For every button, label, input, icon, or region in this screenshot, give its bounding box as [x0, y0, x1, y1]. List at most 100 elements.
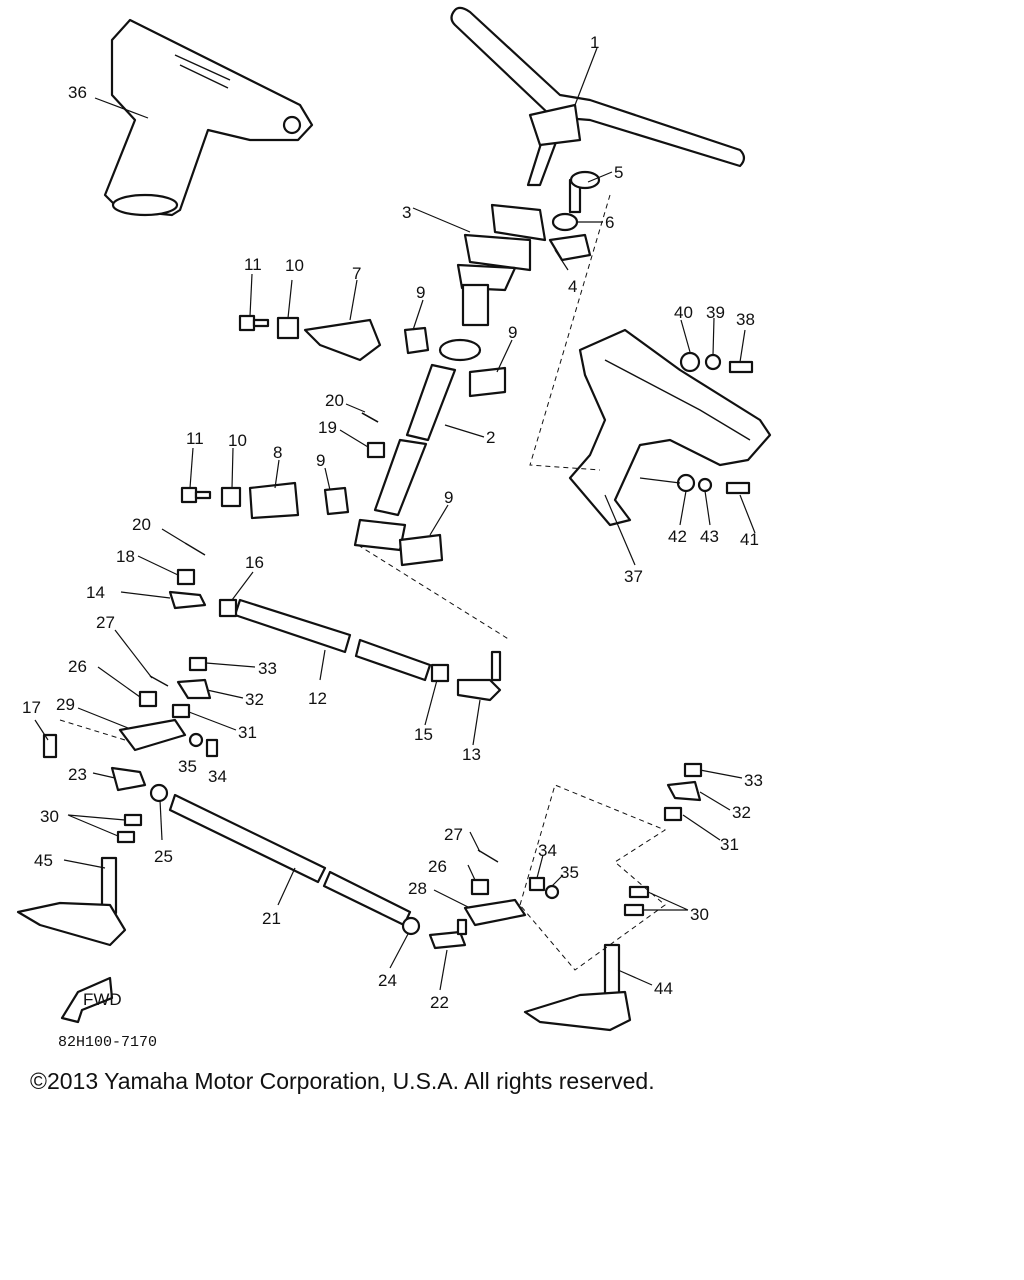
part-33-nut-a: [188, 656, 208, 672]
leader-lines: [34, 47, 756, 991]
callout-41: 41: [740, 530, 759, 549]
callout-26-a: 26: [68, 657, 87, 676]
callout-25: 25: [154, 847, 173, 866]
callout-11-a: 11: [244, 255, 262, 274]
part-35-washer-b: [544, 884, 560, 900]
part-2-steering-column: [353, 263, 517, 552]
callout-18: 18: [116, 547, 135, 566]
part-45-spindle: [16, 856, 127, 947]
part-5-bolt: [568, 170, 601, 214]
part-10-collar-b: [220, 486, 242, 508]
part-24-nut: [401, 916, 421, 936]
callout-30-b: 30: [690, 905, 709, 924]
part-32-clip-a: [176, 678, 212, 700]
part-26-nut-a: [138, 690, 158, 708]
part-9-bushing-b: [468, 366, 507, 398]
part-33-nut-b: [683, 762, 703, 778]
callout-34-b: 34: [538, 841, 557, 860]
callout-labels: 1 2 3 4 5 6 7 8 9 9 9 9 10 10 11 11 12 1…: [22, 33, 763, 1012]
part-22-tie-rod-end: [428, 918, 468, 950]
part-44-spindle: [523, 943, 632, 1032]
steering-exploded-diagram: FWD: [16, 6, 772, 1032]
callout-30-a: 30: [40, 807, 59, 826]
callout-22: 22: [430, 993, 449, 1012]
fwd-label: FWD: [83, 990, 122, 1009]
part-3-clamp: [463, 203, 547, 272]
part-25-nut: [149, 783, 169, 803]
part-37-lower-cover: [568, 328, 772, 527]
part-14-tie-rod-end: [168, 590, 207, 610]
part-9-bushing-c: [323, 486, 350, 516]
part-4-clamp: [548, 233, 592, 262]
part-34-bolt-b: [528, 876, 546, 892]
part-42-grommet: [676, 473, 696, 493]
ref-line-column: [529, 194, 611, 471]
part-31-collar-b: [663, 806, 683, 822]
part-18-nut: [176, 568, 196, 586]
part-30-collars-b: [623, 885, 650, 917]
callout-4: 4: [568, 277, 577, 296]
callout-20-a: 20: [325, 391, 344, 410]
callout-23: 23: [68, 765, 87, 784]
part-9-bushing-a: [403, 326, 430, 355]
callout-11-b: 11: [186, 429, 204, 448]
part-17-bolt: [42, 733, 58, 759]
callout-2: 2: [486, 428, 495, 447]
callout-12: 12: [308, 689, 327, 708]
callout-45: 45: [34, 851, 53, 870]
diagram-code: 82H100-7170: [58, 1034, 158, 1051]
ref-line-pitman: [59, 719, 126, 741]
callout-32-b: 32: [732, 803, 751, 822]
callout-17: 17: [22, 698, 41, 717]
callout-31-b: 31: [720, 835, 739, 854]
callout-3: 3: [402, 203, 411, 222]
callout-14: 14: [86, 583, 105, 602]
part-35-washer-a: [188, 732, 204, 748]
part-41-screw: [725, 481, 751, 495]
part-19-nut: [366, 441, 386, 459]
callout-37: 37: [624, 567, 643, 586]
callout-44: 44: [654, 979, 673, 998]
part-15-nut: [430, 663, 450, 683]
part-16-nut: [218, 598, 238, 618]
callout-36: 36: [68, 83, 87, 102]
part-6-washer: [551, 212, 579, 232]
part-13-tie-rod-end: [456, 650, 502, 702]
part-40-grommet: [679, 351, 701, 373]
part-30-collars-a: [116, 813, 143, 844]
part-11-bolt-b: [180, 486, 212, 504]
callout-6: 6: [605, 213, 614, 232]
part-26-nut-b: [470, 878, 490, 896]
part-27-cotter-a: [149, 675, 169, 687]
part-1-handlebar: [450, 6, 746, 187]
callout-9-b: 9: [508, 323, 517, 342]
part-43-washer: [697, 477, 713, 493]
callout-38: 38: [736, 310, 755, 329]
part-7-bracket: [303, 318, 382, 362]
part-11-bolt-a: [238, 314, 270, 332]
part-12-tie-rod: [233, 598, 432, 682]
callout-39: 39: [706, 303, 725, 322]
part-21-tie-rod: [168, 793, 412, 927]
part-20-cotter-a: [361, 412, 379, 423]
callout-32-a: 32: [245, 690, 264, 709]
callout-43: 43: [700, 527, 719, 546]
callout-9-c: 9: [316, 451, 325, 470]
copyright-notice: ©2013 Yamaha Motor Corporation, U.S.A. A…: [30, 1068, 655, 1094]
callout-28: 28: [408, 879, 427, 898]
part-39-washer: [704, 353, 722, 371]
part-31-collar-a: [171, 703, 191, 719]
callout-5: 5: [614, 163, 623, 182]
callout-9-d: 9: [444, 488, 453, 507]
callout-13: 13: [462, 745, 481, 764]
callout-16: 16: [245, 553, 264, 572]
part-8-bracket: [248, 481, 300, 520]
part-38-screw: [728, 360, 754, 374]
callout-10-a: 10: [285, 256, 304, 275]
part-34-bolt-a: [205, 738, 219, 758]
ref-line-right: [519, 784, 667, 971]
callout-29: 29: [56, 695, 75, 714]
part-29-pitman-arm: [118, 718, 187, 752]
fwd-arrow-icon: FWD: [60, 976, 122, 1024]
ref-line-arm: [357, 544, 511, 641]
